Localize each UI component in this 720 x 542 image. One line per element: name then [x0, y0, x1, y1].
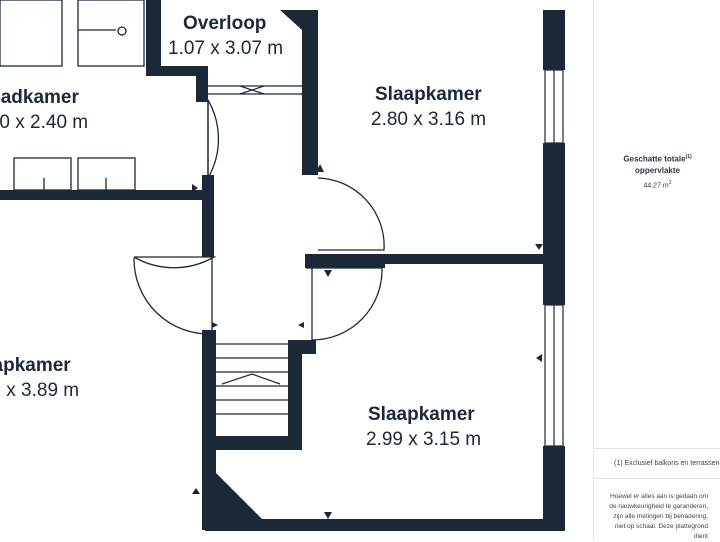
room-slaapkamer-top-name: Slaapkamer [375, 84, 482, 105]
wall-stair-bottom [202, 436, 302, 450]
total-area-footnote-marker: (1) [685, 154, 692, 160]
area-unit-superscript: 2 [668, 180, 672, 186]
divider-top [594, 448, 720, 449]
doors [133, 99, 385, 341]
divider-bottom [594, 478, 720, 479]
measure-markers [192, 91, 543, 519]
wall-stair-wedge [205, 462, 262, 519]
total-area-value: 44.27 m2 [594, 180, 720, 189]
summary-panel: Geschatte totale(1) oppervlakte 44.27 m2… [593, 0, 720, 540]
total-area-label: Geschatte totale(1) oppervlakte [594, 152, 720, 176]
wall-overloop-jamb [196, 66, 208, 102]
door-bedroom-top [317, 177, 385, 251]
bathroom-cabinet [0, 0, 63, 67]
wall-overloop-left [146, 0, 161, 76]
room-slaapkamer-top-dims: 2.80 x 3.16 m [371, 109, 487, 130]
wall-partition-right [385, 254, 545, 264]
floorplan [0, 0, 565, 531]
windows [544, 69, 564, 447]
exterior-wall-right-top [543, 10, 565, 70]
wall-stair-right [288, 340, 302, 450]
room-overloop-dims: 1.07 x 3.07 m [168, 38, 284, 59]
total-area-label-line2: oppervlakte [635, 165, 680, 175]
wall-overloop-corner [280, 10, 305, 30]
wall-center-upper [302, 10, 318, 175]
exterior-wall-bottom [205, 519, 565, 531]
door-left-arc [133, 257, 213, 335]
wall-stair-corner [288, 340, 316, 354]
sink-left [13, 157, 72, 191]
wall-overloop-ledge [146, 66, 206, 76]
wall-hall-left [202, 175, 214, 257]
room-slaapkamer-bottom-name: Slaapkamer [368, 404, 475, 425]
stairs [208, 85, 304, 415]
room-slaapkamer-left-dims: 2.82 x 3.89 m [0, 380, 80, 401]
room-badkamer-dims: 2.40 x 2.40 m [0, 112, 89, 133]
bathroom-fixtures [0, 0, 145, 191]
disclaimer-text: Hoewel er alles aan is gedaan om de nauw… [609, 493, 708, 540]
exterior-wall-right-middle [543, 143, 565, 305]
wall-bathroom-bottom [0, 190, 212, 200]
footnote-text: (1) Exclusief balkons en terrassen [614, 460, 720, 467]
wall-partition-door-frame [305, 254, 385, 268]
walls [0, 0, 565, 531]
room-badkamer-name: Badkamer [0, 87, 79, 108]
room-slaapkamer-left-name: Slaapkamer [0, 355, 71, 376]
door-bathroom-swing [207, 99, 220, 181]
total-area-label-line1: Geschatte totale [623, 154, 686, 164]
room-overloop-name: Overloop [183, 13, 267, 34]
shower [77, 0, 145, 67]
door-left [133, 256, 217, 269]
total-area-number: 44.27 m [643, 182, 669, 190]
shower-drain [117, 26, 127, 36]
room-slaapkamer-bottom-dims: 2.99 x 3.15 m [366, 429, 482, 450]
door-bedroom-bottom [306, 267, 383, 341]
exterior-wall-right-bottom [543, 446, 565, 531]
